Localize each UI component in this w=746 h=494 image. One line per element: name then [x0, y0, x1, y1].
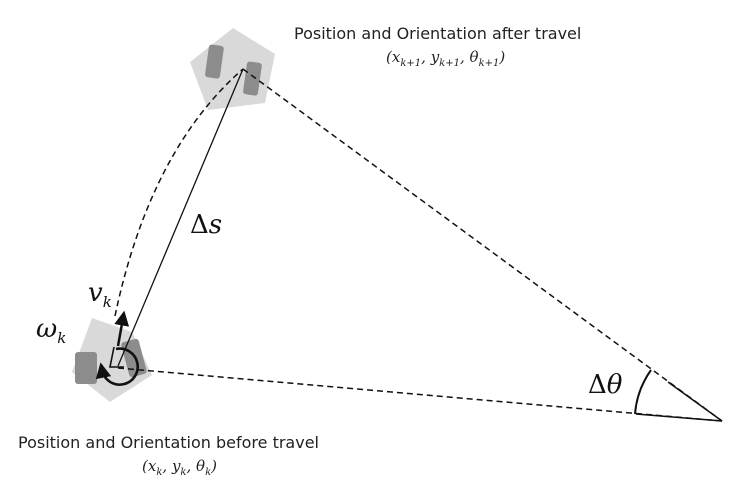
delta-theta-label: Δθ — [588, 370, 622, 400]
delta-s-var: s — [208, 210, 223, 240]
wedge-line-upper — [667, 381, 723, 422]
omega-sub: k — [57, 329, 67, 348]
omega-symbol: ω — [36, 314, 58, 344]
before-caption: Position and Orientation before travel — [18, 433, 319, 452]
before-x: x — [147, 457, 157, 475]
delta-theta-delta: Δ — [588, 370, 607, 400]
before-theta-sub: k — [205, 467, 212, 478]
rotation-arrow-icon — [95, 347, 139, 386]
delta-theta-var: θ — [606, 370, 623, 400]
after-caption: Position and Orientation after travel — [294, 24, 582, 43]
before-theta: θ — [196, 457, 206, 475]
after-theta-sub: k+1 — [478, 58, 500, 69]
velocity-label: vk — [88, 278, 112, 311]
robot-after-icon — [190, 28, 275, 110]
velocity-sub: k — [102, 293, 112, 312]
before-x-sub: k — [156, 467, 163, 478]
after-theta: θ — [469, 48, 479, 66]
radius-line-after — [242, 68, 723, 422]
velocity-symbol: v — [88, 278, 103, 308]
omega-label: ωk — [36, 314, 66, 347]
before-coords: (xk, yk, θk) — [142, 457, 217, 478]
after-y: y — [430, 48, 440, 66]
before-y-sub: k — [180, 467, 187, 478]
delta-theta-arc — [634, 369, 652, 415]
delta-s-delta: Δ — [190, 210, 209, 240]
after-y-sub: k+1 — [439, 58, 460, 69]
after-x-sub: k+1 — [400, 58, 422, 69]
displacement-line — [117, 68, 244, 367]
radius-line-before — [117, 367, 723, 422]
after-coords: (xk+1, yk+1, θk+1) — [386, 48, 506, 69]
wedge-line-lower — [635, 413, 723, 422]
before-y: y — [171, 457, 181, 475]
delta-s-label: Δs — [190, 210, 222, 240]
velocity-arrow-icon — [114, 310, 130, 347]
after-x: x — [391, 48, 401, 66]
travel-arc — [114, 68, 244, 317]
